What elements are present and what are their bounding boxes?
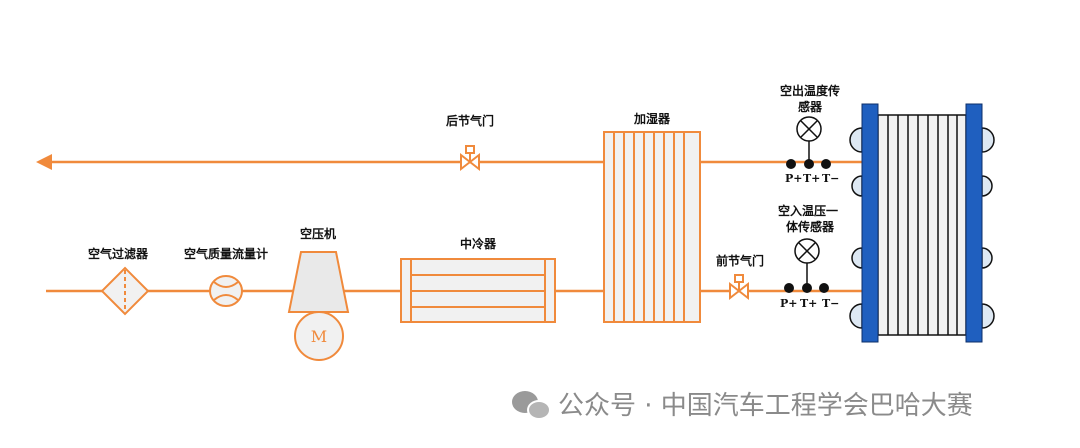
inlet-sensor-label-line1: 空入温压一 <box>778 203 838 218</box>
outlet-sensor-label-line2: 感器 <box>798 99 823 114</box>
air-filter-label: 空气过滤器 <box>88 246 149 261</box>
front-throttle-valve-icon <box>729 274 749 301</box>
rear-throttle-label: 后节气门 <box>446 113 494 128</box>
inlet-t-minus: T− <box>822 297 839 310</box>
inlet-p-plus: P+ <box>780 297 798 310</box>
compressor-icon <box>287 251 350 313</box>
front-throttle-label: 前节气门 <box>716 253 764 268</box>
motor-label: M <box>311 327 327 346</box>
mass-flow-meter-label: 空气质量流量计 <box>184 246 268 261</box>
intercooler-label: 中冷器 <box>460 236 497 251</box>
intercooler-icon <box>400 258 556 323</box>
mass-flow-meter-icon <box>209 275 243 307</box>
exhaust-arrow-icon <box>36 154 52 170</box>
outlet-sensor-ports <box>786 159 831 169</box>
wechat-logo-icon <box>512 391 551 420</box>
humidifier-label: 加湿器 <box>633 111 671 126</box>
inlet-sensor-ports <box>784 283 829 293</box>
inlet-t-plus: T+ <box>800 297 817 310</box>
outlet-t-minus: T− <box>822 172 839 185</box>
rear-throttle-valve-icon <box>460 145 480 172</box>
outlet-t-plus: T+ <box>803 172 820 185</box>
motor-icon <box>294 311 344 361</box>
compressor-label: 空压机 <box>300 226 336 241</box>
outlet-sensor-icon <box>796 116 822 162</box>
fuel-cell-stack-icon <box>849 103 995 343</box>
humidifier-icon <box>603 131 701 323</box>
watermark-text: 公众号 · 中国汽车工程学会巴哈大赛 <box>558 391 973 421</box>
outlet-p-plus: P+ <box>785 172 803 185</box>
inlet-sensor-label-line2: 体传感器 <box>786 219 835 234</box>
inlet-sensor-icon <box>794 238 820 288</box>
outlet-sensor-label-line1: 空出温度传 <box>780 83 840 98</box>
air-filter-icon <box>100 266 150 316</box>
